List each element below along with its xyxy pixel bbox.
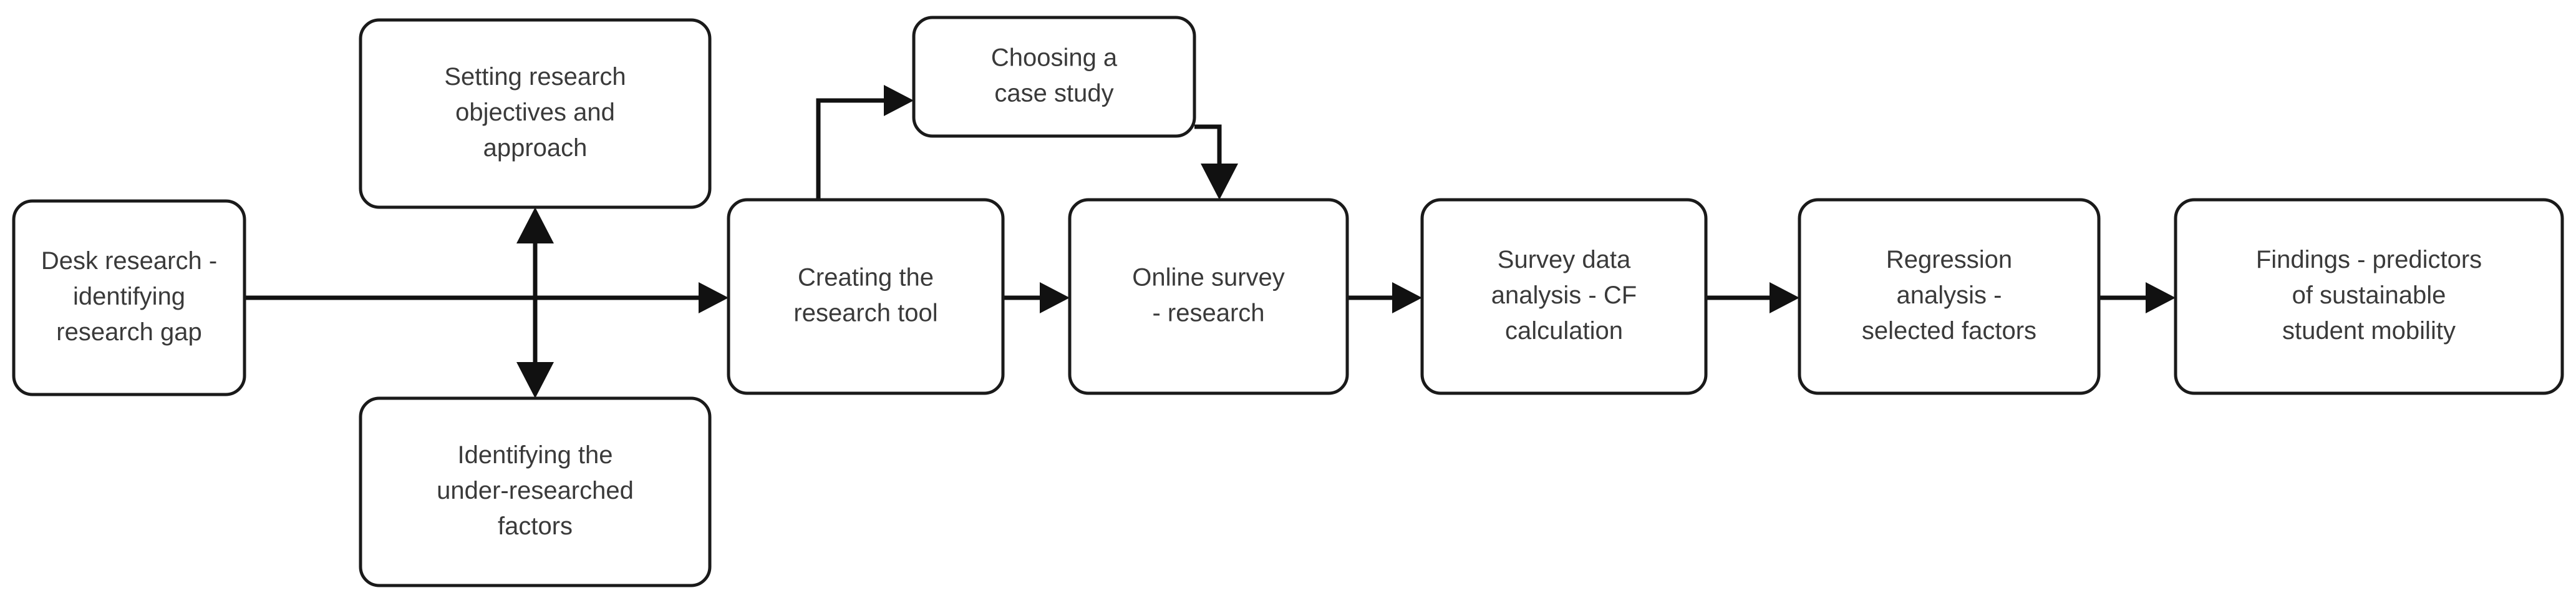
arrowhead-icon xyxy=(1770,282,1799,313)
node-label-setting-objectives: Setting research objectives and approach xyxy=(444,63,626,162)
node-setting-objectives[interactable]: Setting research objectives and approach xyxy=(359,18,712,209)
connector-objectives-factors-double-arrow xyxy=(516,207,554,398)
node-box-creating-tool[interactable] xyxy=(727,198,1005,395)
node-label-line: under-researched xyxy=(437,477,634,504)
connector-online-survey-to-survey-data-analysis xyxy=(1349,282,1422,313)
node-label-line: objectives and xyxy=(455,99,615,126)
node-label-online-survey: Online survey - research xyxy=(1132,263,1285,326)
node-label-line: Findings - predictors xyxy=(2256,246,2482,273)
node-label-line: Setting research xyxy=(444,63,626,91)
node-label-line: Survey data xyxy=(1498,246,1631,273)
node-label-desk-research: Desk research - identifying research gap xyxy=(41,247,217,346)
node-label-line: Regression xyxy=(1886,246,2012,273)
node-label-identifying-factors: Identifying the under-researched factors xyxy=(437,441,634,540)
node-label-line: Creating the xyxy=(798,263,934,291)
connector-survey-data-analysis-to-regression-analysis xyxy=(1707,282,1799,313)
node-identifying-factors[interactable]: Identifying the under-researched factors xyxy=(359,396,712,587)
connector-desk-research-to-creating-tool xyxy=(246,282,729,313)
node-label-line: student mobility xyxy=(2282,317,2456,345)
connector-layer xyxy=(246,85,2176,398)
connector-creating-tool-to-choosing-case-study xyxy=(816,85,914,200)
arrowhead-icon xyxy=(884,85,914,116)
node-choosing-case-study[interactable]: Choosing a case study xyxy=(912,16,1196,138)
node-box-online-survey[interactable] xyxy=(1068,198,1349,395)
node-findings[interactable]: Findings - predictors of sustainable stude… xyxy=(2174,198,2564,395)
node-label-regression-analysis: Regression analysis - selected factors xyxy=(1862,246,2036,345)
connector-line xyxy=(816,98,908,200)
node-label-survey-data-analysis: Survey data analysis - CF calculation xyxy=(1491,246,1637,345)
node-label-line: selected factors xyxy=(1862,317,2036,345)
arrowhead-icon xyxy=(2146,282,2176,313)
node-box-desk-research[interactable] xyxy=(12,199,246,396)
node-label-line: Desk research - xyxy=(41,247,217,275)
node-box-identifying-factors[interactable] xyxy=(359,396,712,587)
node-box-setting-objectives[interactable] xyxy=(359,18,712,209)
node-label-line: Online survey xyxy=(1132,263,1285,291)
node-label-line: approach xyxy=(483,134,588,162)
node-box-findings[interactable] xyxy=(2174,198,2564,395)
node-label-creating-tool: Creating the research tool xyxy=(793,263,937,326)
arrowhead-icon xyxy=(699,282,729,313)
node-label-line: analysis - xyxy=(1897,282,2002,309)
node-label-line: of sustainable xyxy=(2292,282,2446,309)
node-label-line: analysis - CF xyxy=(1491,282,1637,309)
arrowhead-icon xyxy=(516,362,554,398)
arrowhead-icon xyxy=(1392,282,1422,313)
connector-creating-tool-to-online-survey xyxy=(1004,282,1070,313)
node-survey-data-analysis[interactable]: Survey data analysis - CF calculation xyxy=(1420,198,1708,395)
node-label-line: Choosing a xyxy=(991,44,1118,71)
arrowhead-icon xyxy=(516,207,554,243)
arrowhead-icon xyxy=(1040,282,1070,313)
node-creating-tool[interactable]: Creating the research tool xyxy=(727,198,1005,395)
node-online-survey[interactable]: Online survey - research xyxy=(1068,198,1349,395)
node-label-line: research tool xyxy=(793,299,937,326)
node-regression-analysis[interactable]: Regression analysis - selected factors xyxy=(1798,198,2101,395)
node-label-line: Identifying the xyxy=(457,441,613,469)
node-layer: Desk research - identifying research gap Se… xyxy=(12,16,2564,587)
node-label-line: case study xyxy=(994,79,1113,107)
node-label-findings: Findings - predictors of sustainable stude… xyxy=(2256,246,2482,345)
node-label-line: factors xyxy=(498,512,573,540)
node-label-line: - research xyxy=(1152,299,1264,326)
connector-choosing-case-study-to-online-survey xyxy=(1194,124,1238,200)
node-box-survey-data-analysis[interactable] xyxy=(1420,198,1708,395)
node-label-line: identifying xyxy=(73,283,185,310)
node-desk-research[interactable]: Desk research - identifying research gap xyxy=(12,199,246,396)
node-label-line: calculation xyxy=(1505,317,1623,345)
connector-regression-analysis-to-findings xyxy=(2100,282,2176,313)
arrowhead-icon xyxy=(1201,164,1238,200)
node-box-choosing-case-study[interactable] xyxy=(912,16,1196,138)
node-label-line: research gap xyxy=(56,318,201,346)
node-label-choosing-case-study: Choosing a case study xyxy=(991,44,1118,107)
node-box-regression-analysis[interactable] xyxy=(1798,198,2101,395)
